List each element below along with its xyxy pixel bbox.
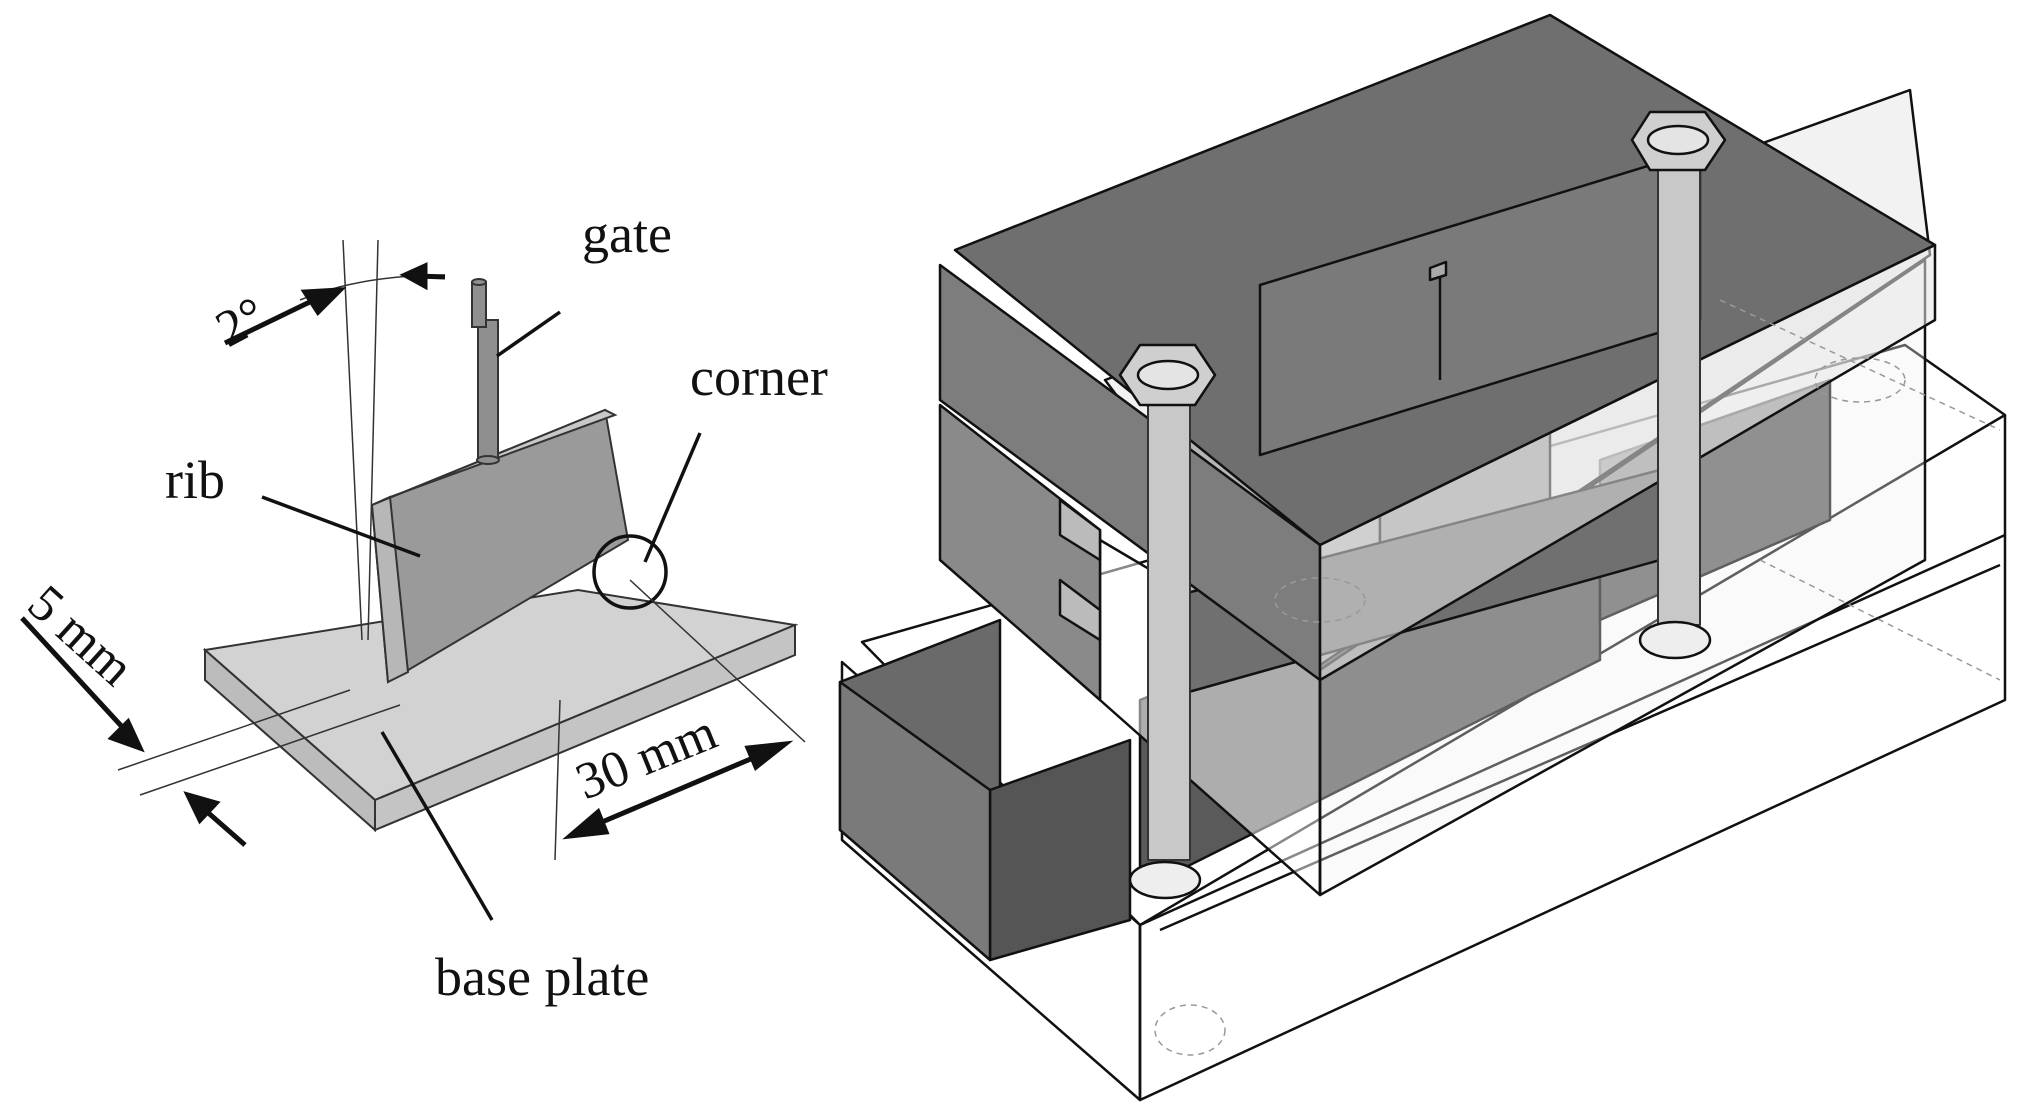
dimension-lines (117, 579, 806, 861)
base-plate (202, 588, 799, 833)
label-rib: rib (165, 450, 225, 510)
mold-assembly (838, 13, 2007, 1102)
thickness-arrow (20, 616, 247, 847)
lower-left-face (938, 403, 1102, 702)
label-draft-angle: 2° (207, 286, 275, 358)
hidden-holes (1154, 299, 2001, 1056)
gate (471, 278, 500, 465)
label-corner: corner (690, 347, 828, 407)
angle-arrow-right (399, 262, 446, 291)
length-arrow (562, 740, 794, 840)
leader-lines (261, 310, 702, 921)
angle-arrow-left (223, 287, 347, 346)
corner-marker (592, 534, 668, 610)
label-base-plate: base plate (435, 947, 649, 1007)
bolt-left (1118, 343, 1217, 900)
label-gate: gate (582, 204, 672, 264)
bolt-right (1630, 110, 1727, 660)
specimen-drawing: gate rib corner base plate 2° 5 mm 30 mm (17, 204, 828, 1007)
